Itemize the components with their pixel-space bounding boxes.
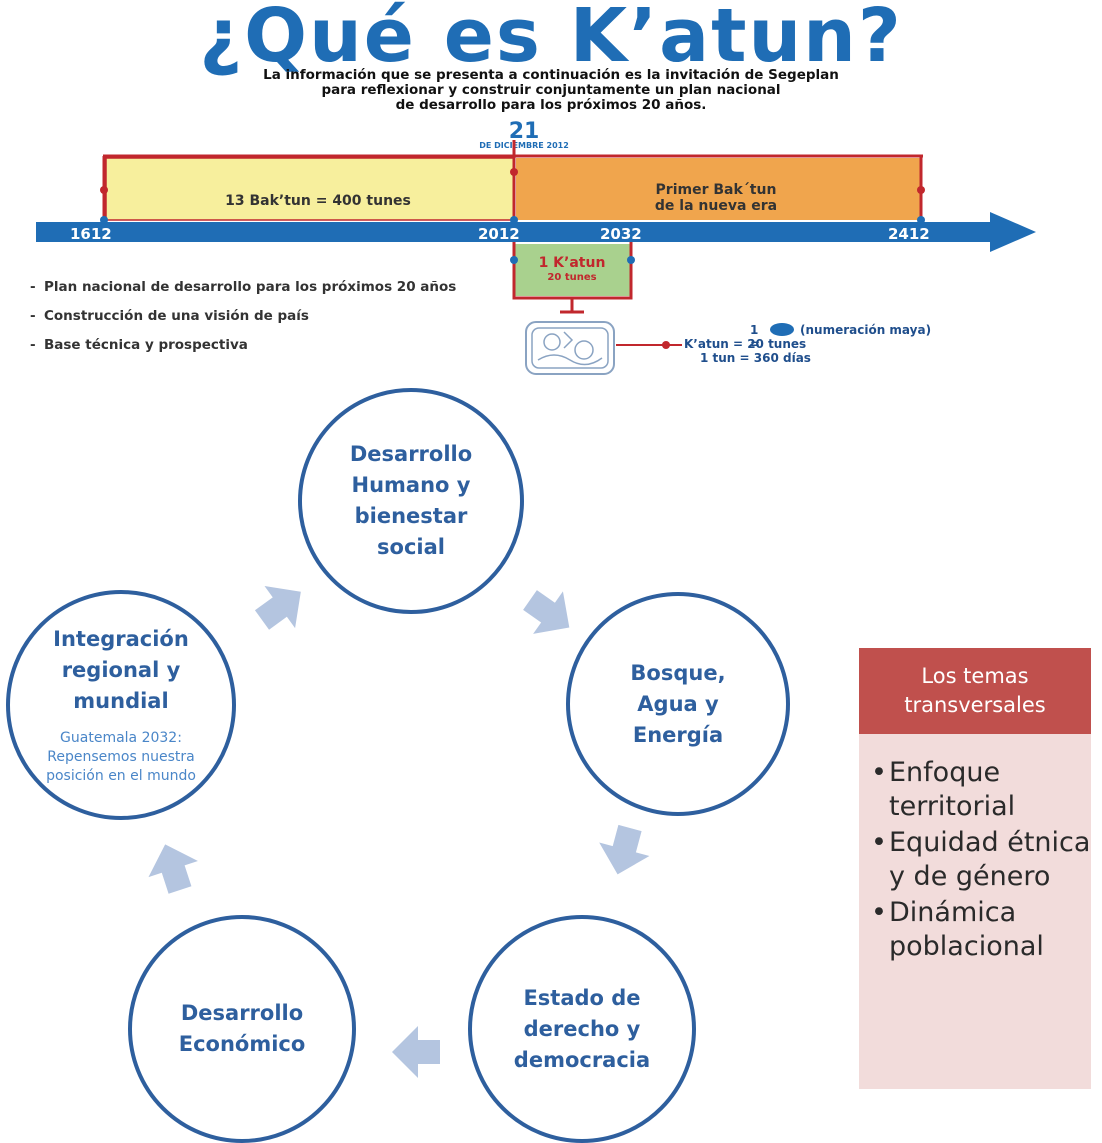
cycle-arrow-1 bbox=[523, 590, 570, 634]
year-1612: 1612 bbox=[70, 225, 112, 243]
mid-marker-dot bbox=[510, 168, 518, 176]
intro-line-1: La información que se presenta a continu… bbox=[263, 67, 839, 83]
cycle-arrow-2 bbox=[599, 824, 650, 875]
node-label: Estado de derecho y democracia bbox=[513, 985, 651, 1072]
page-title: ¿Qué es K’atun? bbox=[199, 0, 903, 79]
legend-one-note: (numeración maya) bbox=[800, 323, 932, 337]
new-era-label-1: Primer Bak´tun bbox=[656, 182, 777, 198]
cycle-arrow-4 bbox=[148, 844, 198, 894]
intro-text: La información que se presenta a continu… bbox=[40, 68, 1062, 113]
left-marker-dot bbox=[100, 186, 108, 194]
katun-block bbox=[514, 244, 631, 296]
transversal-title-text: Los temas transversales bbox=[904, 664, 1046, 717]
timeline-axis-arrow bbox=[36, 212, 1036, 252]
cycle-arrows bbox=[148, 586, 650, 1078]
node-label: Desarrollo Económico bbox=[178, 1001, 306, 1056]
node-label: Desarrollo Humano y bienestar social bbox=[349, 442, 473, 559]
bak-tun-label: 13 Bak’tun = 400 tunes bbox=[225, 193, 411, 209]
glyph-connector bbox=[616, 341, 682, 349]
cycle-arrow-5 bbox=[254, 586, 301, 630]
node-desarrollo-economico: Desarrollo Económico bbox=[128, 915, 356, 1143]
transversal-topics-panel: Los temas transversales Enfoque territor… bbox=[859, 648, 1091, 1089]
cycle-arrow-3 bbox=[392, 1026, 440, 1078]
transversal-item: Equidad étnica y de género bbox=[871, 826, 1091, 894]
legend-tun: 1 tun = 360 días bbox=[700, 351, 811, 365]
timeline-diagram: 21 DE DICIEMBRE 2012 13 Bak’tun = 400 tu… bbox=[36, 119, 1036, 314]
bak-tun-block bbox=[105, 157, 515, 221]
transversal-list: Enfoque territorial Equidad étnica y de … bbox=[859, 756, 1091, 964]
node-bosque-agua: Bosque, Agua y Energía bbox=[566, 592, 790, 816]
node-integracion-regional: Integración regional y mundial Guatemala… bbox=[6, 590, 236, 820]
transversal-item: Enfoque territorial bbox=[871, 756, 1091, 824]
right-marker-dot bbox=[917, 186, 925, 194]
new-era-block bbox=[516, 158, 920, 220]
node-estado-derecho: Estado de derecho y democracia bbox=[468, 915, 696, 1143]
year-2412: 2412 bbox=[888, 225, 930, 243]
katun-sub: 20 tunes bbox=[547, 272, 596, 283]
katun-title: 1 K’atun bbox=[539, 255, 606, 271]
katun-dot-left bbox=[510, 256, 518, 264]
intro-line-3: de desarrollo para los próximos 20 años. bbox=[395, 97, 707, 113]
transversal-item: Dinámica poblacional bbox=[871, 896, 1091, 964]
new-era-label-2: de la nueva era bbox=[655, 198, 777, 214]
plan-bullet: Construcción de una visión de país bbox=[30, 309, 490, 325]
node-desarrollo-humano: Desarrollo Humano y bienestar social bbox=[298, 388, 524, 614]
maya-glyph-icon bbox=[525, 321, 615, 375]
plan-bullet: Plan nacional de desarrollo para los pró… bbox=[30, 280, 490, 296]
maya-dot-icon bbox=[770, 323, 794, 336]
axis-dot-2012 bbox=[510, 216, 518, 224]
node-label: Bosque, Agua y Energía bbox=[630, 660, 726, 747]
intro-line-2: para reflexionar y construir conjuntamen… bbox=[321, 82, 781, 98]
timeline-marker-date: DE DICIEMBRE 2012 bbox=[479, 141, 569, 150]
node-label: Integración regional y mundial bbox=[53, 627, 189, 713]
year-2012: 2012 bbox=[478, 225, 520, 243]
legend-one: 1 = bbox=[750, 323, 761, 351]
axis-dot-1612 bbox=[100, 216, 108, 224]
legend-katun: K’atun = 20 tunes bbox=[684, 337, 807, 351]
transversal-body: Enfoque territorial Equidad étnica y de … bbox=[859, 734, 1091, 1089]
transversal-title: Los temas transversales bbox=[859, 648, 1091, 734]
year-2032: 2032 bbox=[600, 225, 642, 243]
plan-bullet-list: Plan nacional de desarrollo para los pró… bbox=[30, 280, 490, 367]
axis-dot-2412 bbox=[917, 216, 925, 224]
timeline-marker-day: 21 bbox=[509, 119, 540, 144]
plan-bullet: Base técnica y prospectiva bbox=[30, 338, 490, 354]
node-sublabel: Guatemala 2032: Repensemos nuestra posic… bbox=[46, 730, 196, 784]
katun-dot-right bbox=[627, 256, 635, 264]
